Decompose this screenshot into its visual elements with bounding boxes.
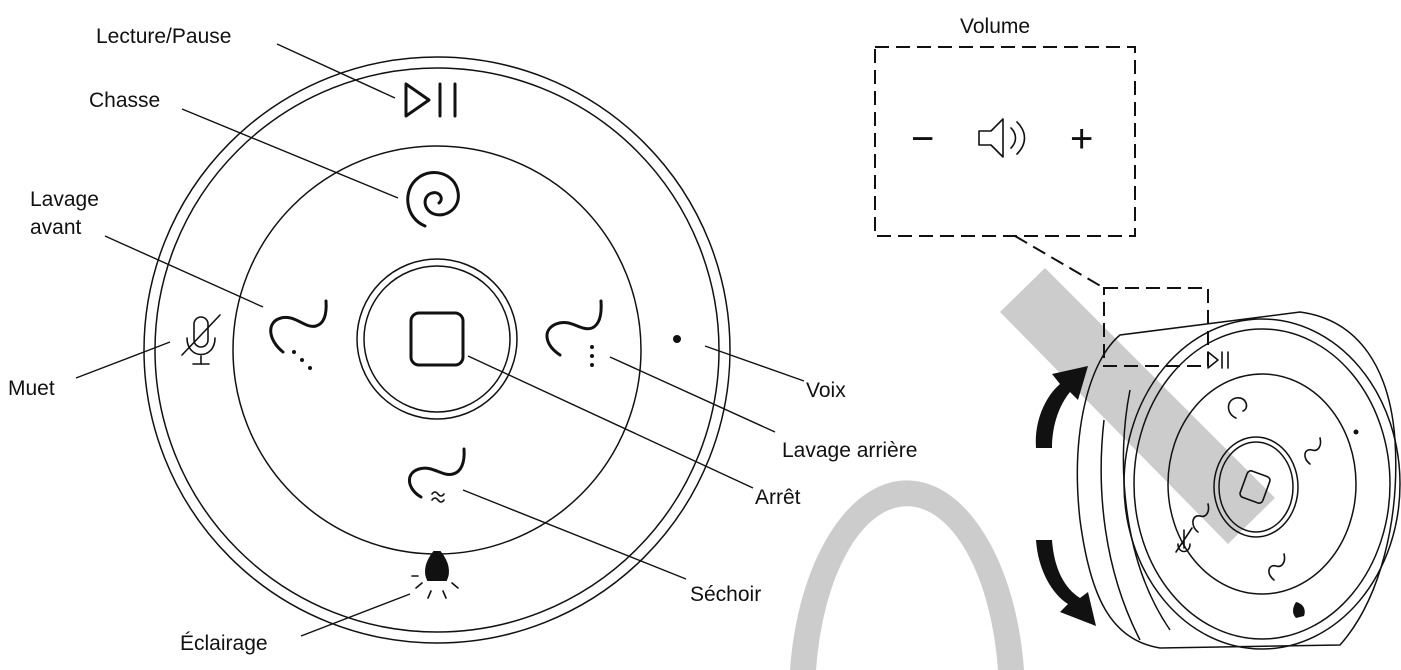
- label-stop: Arrêt: [755, 486, 801, 509]
- front-wash-icon[interactable]: [269, 299, 328, 370]
- light-icon[interactable]: [411, 551, 459, 599]
- side-light-icon: [1293, 602, 1305, 618]
- play-pause-icon[interactable]: [404, 82, 457, 118]
- label-lighting: Éclairage: [180, 632, 268, 655]
- outer-ring-inner-edge: [154, 67, 720, 633]
- side-front-wash-icon: [1192, 503, 1210, 533]
- outer-ring: [143, 56, 731, 644]
- watermark: [790, 268, 1275, 670]
- volume-panel: − +: [874, 46, 1209, 367]
- side-mic-icon: [1175, 527, 1193, 553]
- main-remote: [143, 56, 731, 644]
- mic-muted-icon[interactable]: [181, 314, 221, 365]
- rear-wash-icon[interactable]: [545, 299, 603, 367]
- volume-minus[interactable]: −: [911, 117, 934, 161]
- label-front-wash-2: avant: [30, 216, 82, 239]
- side-body: [1076, 311, 1397, 649]
- center-ring-outer: [356, 258, 518, 420]
- center-ring-inner: [363, 265, 511, 413]
- side-remote: [1035, 311, 1401, 650]
- speaker-icon: [978, 118, 1026, 158]
- leader-lines: [75, 43, 805, 637]
- stop-square-icon[interactable]: [409, 311, 465, 367]
- labels: Lecture/Pause Chasse Lavage avant Muet V…: [8, 15, 1030, 655]
- label-dryer: Séchoir: [690, 583, 761, 606]
- side-play-pause-icon: [1207, 351, 1229, 369]
- label-rear-wash: Lavage arrière: [782, 439, 917, 462]
- flush-spiral-icon[interactable]: [406, 171, 460, 228]
- rotate-arrow-icon: [1035, 366, 1088, 448]
- label-play-pause: Lecture/Pause: [96, 25, 231, 48]
- volume-zoom-box: [1103, 287, 1209, 367]
- side-stop-icon: [1239, 470, 1271, 504]
- label-voice: Voix: [806, 379, 846, 402]
- side-rear-wash-icon: [1304, 437, 1322, 465]
- voice-dot-icon[interactable]: [673, 335, 681, 343]
- dryer-icon[interactable]: [408, 447, 466, 503]
- rotate-arrow-icon-2: [1036, 540, 1096, 626]
- side-flush-icon: [1227, 397, 1248, 419]
- label-volume: Volume: [960, 15, 1030, 38]
- volume-plus[interactable]: +: [1070, 117, 1093, 161]
- side-voice-dot: [1353, 429, 1359, 435]
- side-dryer-icon: [1268, 553, 1286, 581]
- label-flush: Chasse: [89, 89, 160, 112]
- label-mute: Muet: [8, 377, 55, 400]
- label-front-wash-1: Lavage: [30, 188, 99, 211]
- volume-callout-box: [874, 46, 1136, 237]
